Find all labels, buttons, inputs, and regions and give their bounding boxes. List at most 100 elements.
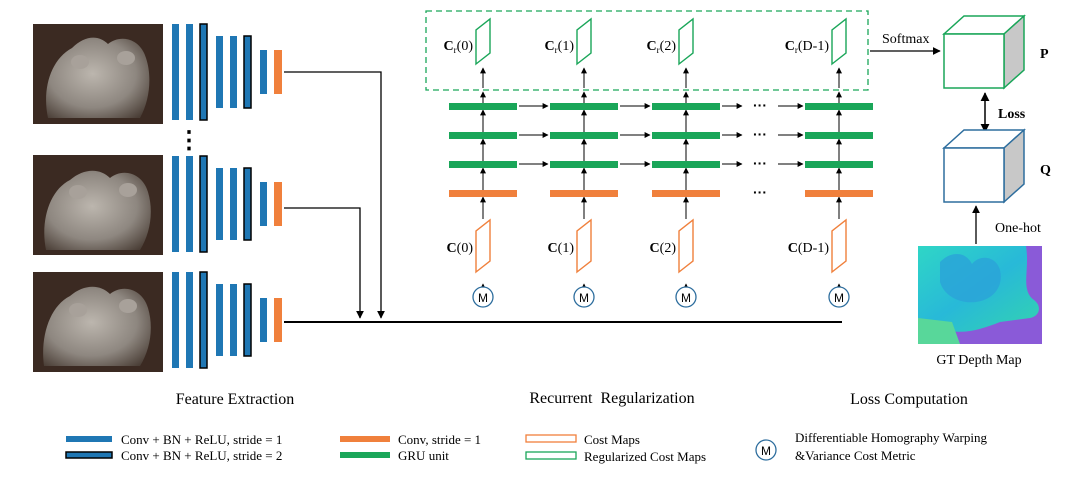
feature-layer-3-7: [260, 298, 267, 342]
wire-view-2: [284, 207, 364, 319]
q-label: Q: [1040, 163, 1051, 178]
gt-depth-map-label: GT Depth Map: [936, 353, 1021, 368]
feature-layer-2-7: [260, 182, 267, 226]
cost-map-3: [831, 218, 847, 274]
warp-node-symbol-0: M: [478, 291, 488, 305]
feature-layer-3-2: [186, 272, 193, 368]
gru-unit-2-1: [652, 132, 720, 139]
gt-depth-map-image: [918, 246, 1042, 344]
wire-view-1: [284, 71, 385, 319]
feature-layer-3-4: [216, 284, 223, 356]
cost-map-label-0: C(0): [447, 241, 474, 256]
gru-unit-3-1: [805, 132, 873, 139]
warp-node-symbol-3: M: [834, 291, 844, 305]
feature-layer-3-6: [243, 283, 252, 357]
regularized-cost-map-1: [576, 17, 592, 66]
feature-layer-1-3: [199, 23, 208, 121]
legend-swatch-reg-cost-maps: [525, 451, 577, 460]
p-label: P: [1040, 47, 1049, 62]
warp-node-0: [472, 286, 494, 308]
softmax-label: Softmax: [882, 32, 929, 47]
regularized-cost-map-label-2: Cr(2): [647, 39, 677, 55]
conv-unit-1: [550, 190, 618, 197]
depth-column-1: Cr(1)C(1)M: [545, 17, 618, 308]
warp-node-2: [675, 286, 697, 308]
feature-layer-2-5: [230, 168, 237, 240]
cost-map-0: [475, 218, 491, 274]
feature-layer-2-3: [199, 155, 208, 253]
feature-layer-2-4: [216, 168, 223, 240]
warp-node-symbol-2: M: [681, 291, 691, 305]
feature-layer-3-1: [172, 272, 179, 368]
cost-map-1: [576, 218, 592, 274]
warp-node-symbol-1: M: [579, 291, 589, 305]
conv-unit-0: [449, 190, 517, 197]
feature-output-conv-1: [274, 50, 282, 94]
regularized-cost-map-label-3: Cr(D-1): [785, 39, 830, 55]
gru-unit-1-0: [550, 103, 618, 110]
legend-swatch-gru: [340, 452, 390, 458]
feature-layer-2-1: [172, 156, 179, 252]
gru-unit-0-1: [449, 132, 517, 139]
regularized-cost-map-2: [678, 17, 694, 66]
feature-layer-1-7: [260, 50, 267, 94]
legend-label-cost-maps: Cost Maps: [584, 432, 640, 447]
cost-map-label-3: C(D-1): [788, 241, 830, 256]
regularized-cost-map-3: [831, 17, 847, 66]
legend-swatch-conv-plain: [340, 436, 390, 442]
feature-layer-1-4: [216, 36, 223, 108]
feature-layer-1-2: [186, 24, 193, 120]
feature-layer-2-6: [243, 167, 252, 241]
section-feature-extraction: Feature Extraction: [176, 391, 295, 408]
feature-extraction-stacks: [172, 23, 282, 369]
input-ellipsis: ⋮: [177, 128, 201, 154]
feature-layer-2-2: [186, 156, 193, 252]
feature-layer-3-3: [199, 271, 208, 369]
onehot-label: One-hot: [995, 221, 1041, 236]
feature-layer-1-5: [230, 36, 237, 108]
legend-label-warp-line1: Differentiable Homography Warping: [795, 430, 987, 445]
legend-warp-symbol-letter: M: [761, 444, 771, 458]
legend: Conv + BN + ReLU, stride = 1 Conv + BN +…: [65, 430, 987, 464]
legend-label-conv-plain: Conv, stride = 1: [398, 432, 481, 447]
legend-label-warp-line2: &Variance Cost Metric: [795, 448, 916, 463]
feature-output-conv-3: [274, 298, 282, 342]
depth-column-2: Cr(2) C(2) M: [647, 17, 720, 308]
feature-output-conv-2: [274, 182, 282, 226]
gru-unit-1-2: [550, 161, 618, 168]
conv-unit-2: [652, 190, 720, 197]
legend-label-gru: GRU unit: [398, 448, 449, 463]
conv-ellipsis: ···: [753, 184, 767, 200]
loss-label: Loss: [998, 107, 1026, 122]
regularized-cost-map-0: [475, 17, 491, 66]
legend-swatch-conv-s1: [66, 436, 112, 442]
ground-truth-volume-q: [942, 128, 1026, 204]
gru-unit-3-2: [805, 161, 873, 168]
cost-map-label-1: C(1): [548, 241, 575, 256]
recurrent-ellipsis-2: ···: [753, 155, 767, 171]
feature-layer-1-6: [243, 35, 252, 109]
gru-unit-3-0: [805, 103, 873, 110]
input-image-2: [33, 155, 163, 255]
legend-swatch-cost-maps: [525, 434, 577, 443]
section-loss-computation: Loss Computation: [850, 391, 968, 408]
probability-volume-p: [942, 14, 1026, 90]
warp-node-1: [573, 286, 595, 308]
legend-warp-symbol: [755, 439, 777, 461]
gru-unit-2-2: [652, 161, 720, 168]
regularized-cost-maps-box: [425, 10, 869, 91]
regularization-columns: Cr(0)C(0)MCr(1)C(1)MCr(2)C(2)MCr(D-1)C(D…: [444, 17, 873, 308]
feature-wires: [284, 71, 842, 323]
cost-map-label-2: C(2): [650, 241, 677, 256]
cost-map-2: [678, 218, 694, 274]
recurrent-ellipsis-0: ···: [753, 97, 767, 113]
legend-label-conv-s1: Conv + BN + ReLU, stride = 1: [121, 432, 282, 447]
regularized-cost-map-label-0: Cr(0): [444, 39, 474, 55]
input-image-3: [33, 272, 163, 372]
softmax-arrow: Softmax: [870, 32, 941, 55]
feature-layer-3-5: [230, 284, 237, 356]
legend-swatch-conv-s2: [65, 451, 113, 459]
conv-unit-3: [805, 190, 873, 197]
gru-unit-1-1: [550, 132, 618, 139]
